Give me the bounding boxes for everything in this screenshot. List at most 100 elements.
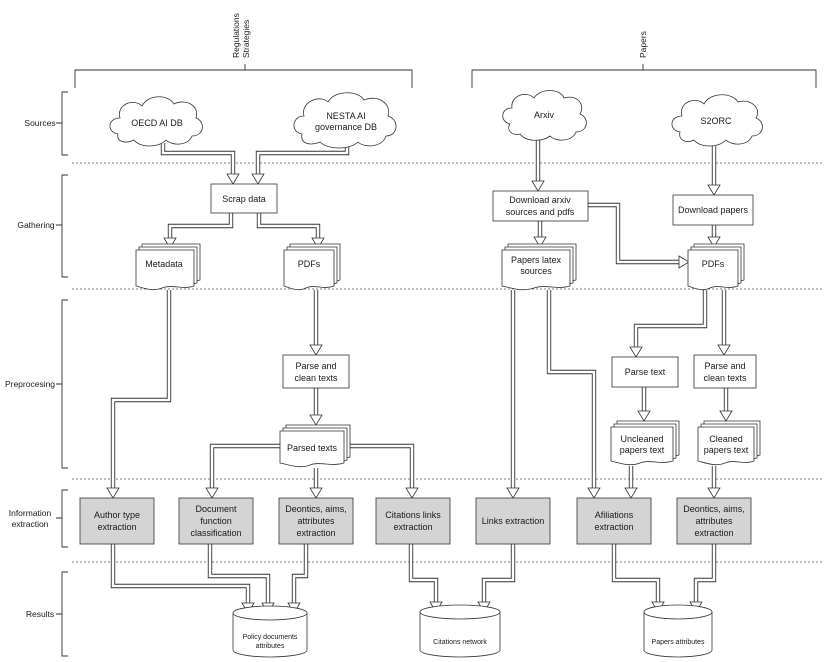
source-cloud-oecd: OECD AI DB (109, 96, 203, 147)
docs-metadata: Metadata (135, 243, 201, 291)
process-scrap-data: Scrap data (210, 183, 278, 214)
docs-parsed-texts: Parsed texts (279, 424, 351, 468)
arrow-deontics-right-to-papersdb (689, 544, 717, 613)
regulations-brace (74, 64, 413, 88)
arrow-download-arxiv-to-pdfs (588, 202, 690, 269)
docs-pdfs-left: PDFs (283, 243, 341, 291)
arrow-citations-to-network (408, 544, 443, 613)
extract-deontics-right: Deontics, aims, attributes extraction (676, 497, 752, 545)
process-download-arxiv: Download arxiv sources and pdfs (492, 190, 589, 222)
node-download-arxiv-line1: Download arxiv (509, 195, 571, 205)
node-citations-network: Citations network (433, 639, 487, 646)
db-papers-attributes: Papers attributes (643, 604, 713, 658)
node-papers-attributes: Papers attributes (652, 639, 705, 646)
group-label-papers: Papers (638, 31, 648, 58)
node-nesta-line1: NESTA AI (326, 111, 365, 121)
node-metadata: Metadata (145, 259, 183, 269)
arrow-oecd-to-scrap (160, 143, 240, 185)
process-parse-clean-left: Parse and clean texts (282, 354, 350, 389)
node-links-extraction: Links extraction (482, 516, 545, 526)
node-cleaned-line1: Cleaned (709, 434, 743, 444)
stage-separators (72, 162, 824, 563)
arrow-scrap-to-pdfs (256, 213, 325, 249)
arrow-download-papers-to-pdfs (707, 225, 721, 248)
arrow-links-to-network (477, 544, 516, 613)
arrow-uncleaned-to-affiliations (624, 466, 638, 499)
arrow-parsed-to-deontics (309, 468, 323, 499)
flow-arrows (106, 140, 733, 614)
node-papers-latex-line1: Papers latex (511, 255, 562, 265)
process-parse-text: Parse text (611, 356, 679, 388)
stage-braces (56, 91, 68, 657)
arrow-pdfs-right-to-parse-text (629, 290, 708, 358)
node-s2orc: S2ORC (700, 116, 732, 126)
node-parse-clean-right-line1: Parse and (704, 361, 745, 371)
node-citations-links-line2: extraction (393, 522, 432, 532)
arrow-parsed-to-docfunction (205, 443, 280, 499)
stage-label-information: Information (9, 508, 52, 518)
arrow-latex-to-links (506, 290, 520, 499)
node-uncleaned-line1: Uncleaned (620, 434, 663, 444)
extract-document-function: Document function classification (178, 497, 254, 545)
node-author-type-line1: Author type (94, 510, 140, 520)
arrow-cleaned-to-deontics (707, 466, 721, 499)
arrow-affiliations-to-papersdb (611, 544, 665, 613)
source-cloud-nesta: NESTA AI governance DB (293, 92, 397, 149)
extract-affiliations: Afiliations extraction (576, 497, 652, 545)
arrow-author-to-db (110, 544, 255, 614)
process-parse-clean-right: Parse and clean texts (693, 354, 757, 389)
node-papers-latex-line2: sources (520, 266, 552, 276)
arrow-arxiv-to-download (531, 140, 545, 192)
docs-papers-latex: Papers latex sources (501, 243, 577, 291)
node-cleaned-line2: papers text (704, 445, 749, 455)
node-deontics-right-line3: extraction (694, 528, 733, 538)
arrow-scrap-to-metadata (163, 213, 234, 249)
node-uncleaned-line2: papers text (620, 445, 665, 455)
arrow-latex-to-affiliations (546, 290, 601, 499)
node-affiliations-line1: Afiliations (595, 510, 634, 520)
source-cloud-s2orc: S2ORC (671, 94, 763, 147)
arrow-nesta-to-scrap (251, 145, 350, 185)
node-pdfs-right: PDFs (702, 259, 725, 269)
arrow-parse-clean-to-cleaned (719, 388, 733, 422)
node-parse-clean-right-line2: clean texts (703, 373, 747, 383)
arrow-parsed-to-citations (344, 443, 419, 499)
stage-label-extraction: extraction (12, 519, 49, 529)
node-deontics-left-line2: attributes (297, 516, 335, 526)
source-cloud-arxiv: Arxiv (502, 90, 587, 141)
arrow-metadata-to-author (106, 290, 172, 499)
extract-citations-links: Citations links extraction (375, 497, 451, 545)
node-arxiv: Arxiv (534, 110, 554, 120)
arrow-download-arxiv-to-latex (533, 221, 547, 248)
node-download-papers: Download papers (678, 205, 749, 215)
node-doc-function-line2: function (200, 516, 232, 526)
docs-cleaned: Cleaned papers text (697, 420, 761, 466)
extract-author-type: Author type extraction (79, 497, 155, 545)
node-policy-db-line1: Policy documents (243, 634, 298, 641)
node-parse-clean-left-line1: Parse and (295, 361, 336, 371)
node-doc-function-line1: Document (195, 504, 237, 514)
node-author-type-line2: extraction (97, 522, 136, 532)
node-parse-text: Parse text (625, 367, 666, 377)
stage-label-sources: Sources (24, 118, 55, 128)
node-download-arxiv-line2: sources and pdfs (506, 207, 575, 217)
node-nesta-line2: governance DB (315, 122, 377, 132)
arrow-pdfs-right-to-parse-clean (717, 290, 731, 356)
node-deontics-left-line1: Deontics, aims, (285, 504, 347, 514)
node-parse-clean-left-line2: clean texts (294, 373, 338, 383)
extract-deontics-left: Deontics, aims, attributes extraction (278, 497, 354, 545)
node-oecd: OECD AI DB (131, 118, 183, 128)
arrow-parse-text-to-uncleaned (637, 387, 651, 422)
docs-uncleaned: Uncleaned papers text (610, 420, 680, 466)
node-doc-function-line3: classification (190, 528, 241, 538)
group-label-strategies: Strategies (241, 20, 251, 58)
db-citations-network: Citations network (419, 604, 501, 658)
docs-pdfs-right: PDFs (687, 243, 745, 291)
stage-label-preprocessing: Preprocesing (5, 379, 55, 389)
node-deontics-right-line2: attributes (695, 516, 733, 526)
stage-label-gathering: Gathering (17, 220, 55, 230)
node-affiliations-line2: extraction (594, 522, 633, 532)
arrow-deontics-to-db (287, 544, 309, 614)
node-parsed-texts: Parsed texts (287, 443, 338, 453)
